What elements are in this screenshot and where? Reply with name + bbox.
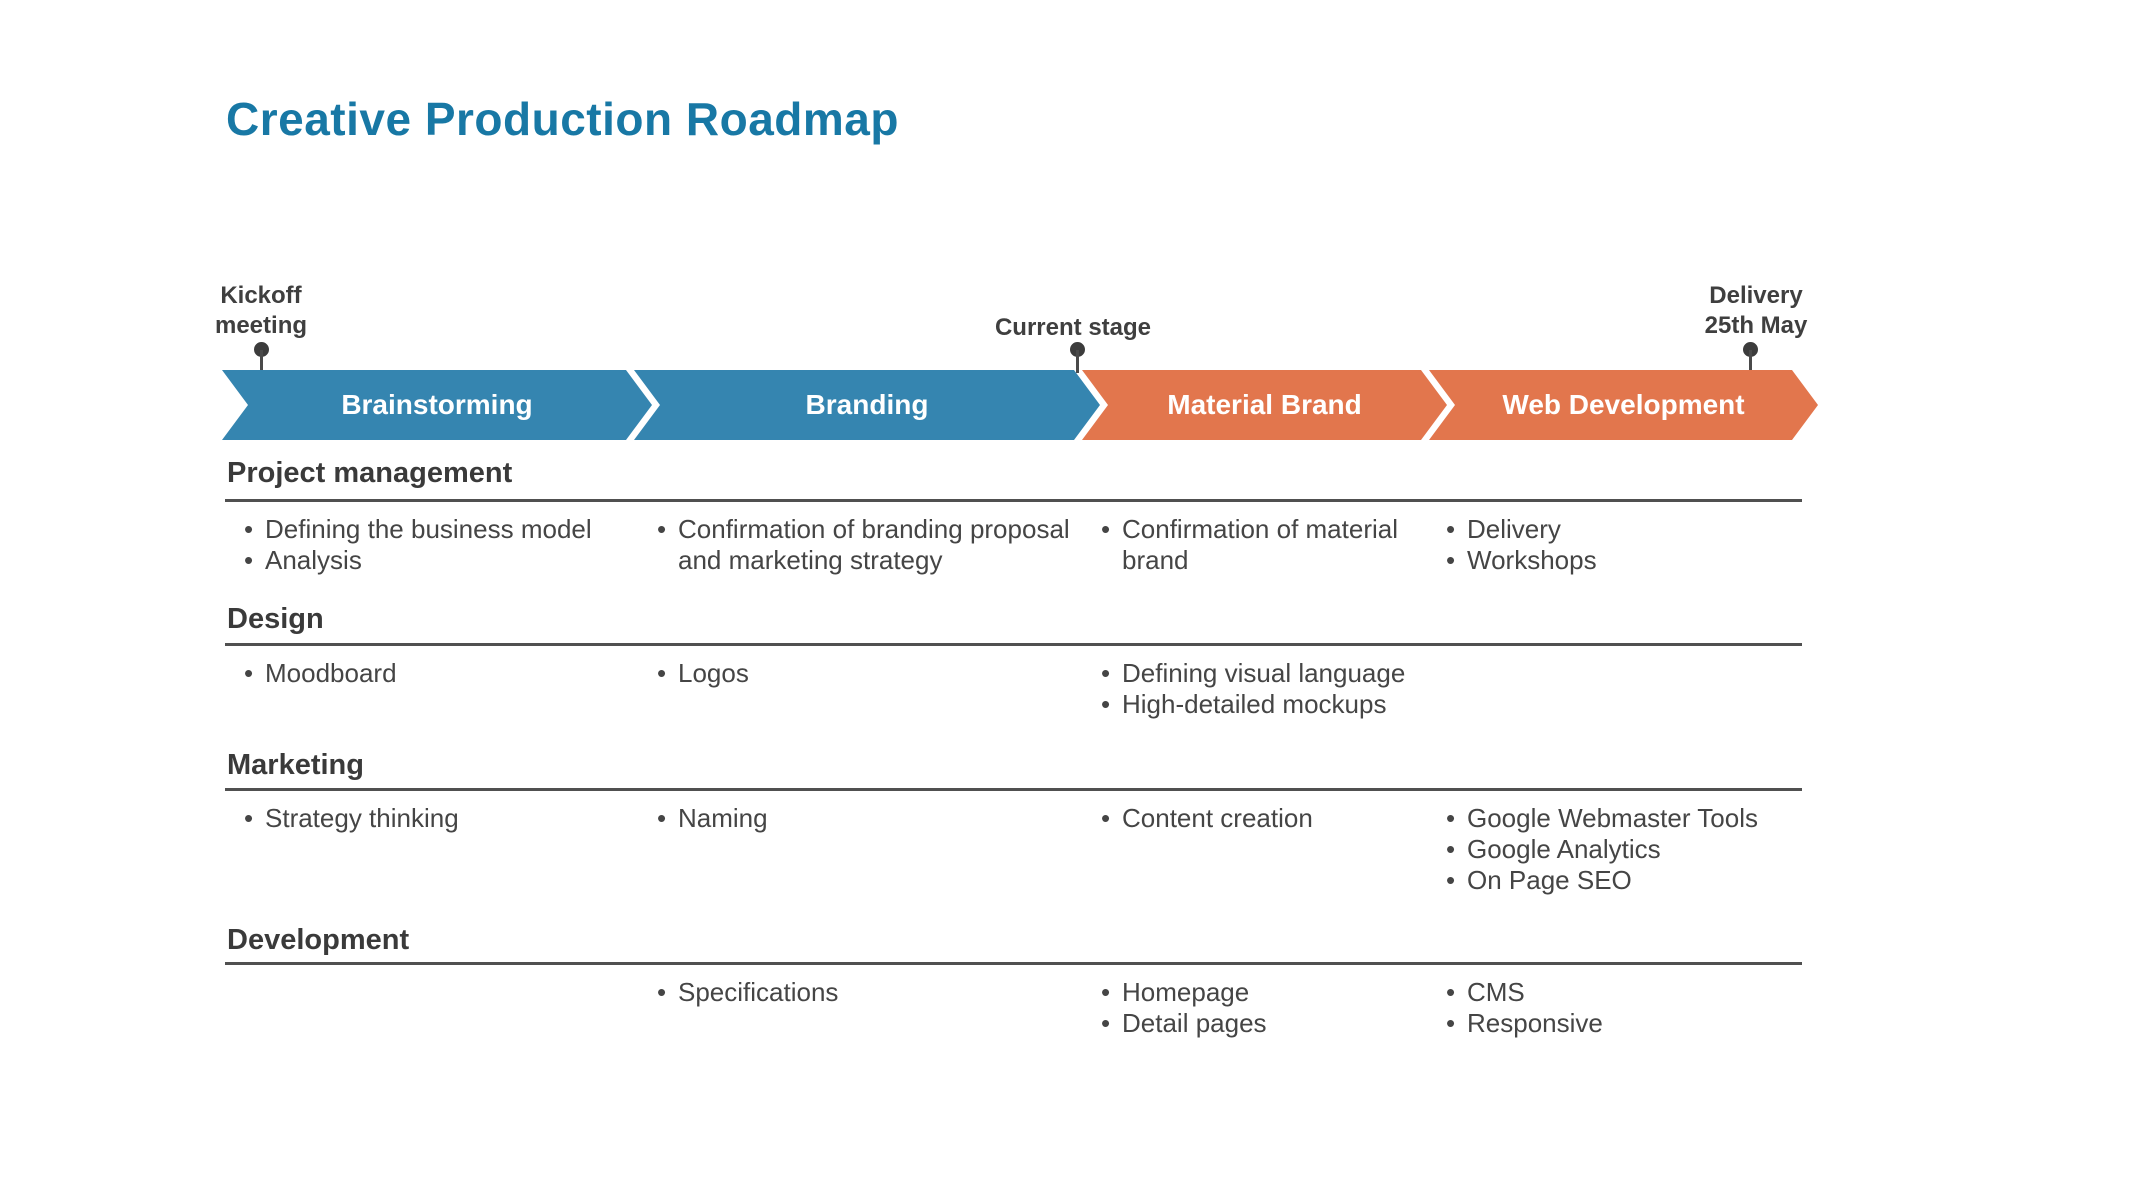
section-col-brainstorming: Defining the business modelAnalysis (241, 514, 641, 576)
stage-label: Web Development (1502, 389, 1745, 420)
bullet-item: Responsive (1443, 1008, 1843, 1039)
marker-pin-stem (1076, 350, 1079, 373)
section-col-brainstorming: Moodboard (241, 658, 641, 689)
section-heading: Marketing (227, 749, 364, 781)
stage-arrow-web-development: Web Development (1429, 370, 1818, 440)
section-col-web-development: DeliveryWorkshops (1443, 514, 1843, 576)
marker-pin-icon (1070, 342, 1085, 357)
stage-label: Material Brand (1167, 389, 1362, 420)
bullet-item: Analysis (241, 545, 641, 576)
section-col-branding: Confirmation of branding proposal and ma… (654, 514, 1084, 576)
bullet-item: Google Analytics (1443, 834, 1843, 865)
stage-label: Brainstorming (341, 389, 533, 420)
section-heading: Development (227, 924, 410, 956)
section-col-material-brand: HomepageDetail pages (1098, 977, 1438, 1039)
bullet-item: Defining visual language (1098, 658, 1438, 689)
marker-pin-icon (254, 342, 269, 357)
marker-label: Kickoff meeting (214, 282, 308, 339)
stage-label: Branding (805, 389, 929, 420)
section-col-web-development: Google Webmaster ToolsGoogle AnalyticsOn… (1443, 803, 1843, 896)
bullet-item: CMS (1443, 977, 1843, 1008)
bullet-item: Moodboard (241, 658, 641, 689)
stage-arrow-branding: Branding (634, 370, 1100, 440)
bullet-item: Homepage (1098, 977, 1438, 1008)
section-col-web-development: CMSResponsive (1443, 977, 1843, 1039)
marker-label: Current stage (994, 314, 1152, 341)
bullet-item: Confirmation of branding proposal and ma… (654, 514, 1084, 576)
section-col-branding: Naming (654, 803, 1084, 834)
marker-pin-icon (1743, 342, 1758, 357)
bullet-item: On Page SEO (1443, 865, 1843, 896)
page-title: Creative Production Roadmap (226, 93, 899, 145)
bullet-item: Google Webmaster Tools (1443, 803, 1843, 834)
section-col-material-brand: Content creation (1098, 803, 1438, 834)
marker-pin-stem (1749, 350, 1752, 373)
section-col-brainstorming: Strategy thinking (241, 803, 641, 834)
section-col-material-brand: Confirmation of material brand (1098, 514, 1438, 576)
bullet-item: High-detailed mockups (1098, 689, 1438, 720)
bullet-item: Naming (654, 803, 1084, 834)
section-divider (225, 788, 1802, 791)
section-col-branding: Logos (654, 658, 1084, 689)
bullet-item: Content creation (1098, 803, 1438, 834)
section-divider (225, 962, 1802, 965)
bullet-item: Specifications (654, 977, 1084, 1008)
stage-arrow-material-brand: Material Brand (1082, 370, 1447, 440)
bullet-item: Confirmation of material brand (1098, 514, 1438, 576)
bullet-item: Workshops (1443, 545, 1843, 576)
section-heading: Design (227, 603, 324, 635)
marker-label: Delivery 25th May (1704, 282, 1808, 339)
bullet-item: Delivery (1443, 514, 1843, 545)
section-divider (225, 643, 1802, 646)
marker-pin-stem (260, 350, 263, 373)
section-divider (225, 499, 1802, 502)
section-heading: Project management (227, 457, 513, 489)
stage-arrow-brainstorming: Brainstorming (222, 370, 652, 440)
bullet-item: Logos (654, 658, 1084, 689)
bullet-item: Strategy thinking (241, 803, 641, 834)
bullet-item: Detail pages (1098, 1008, 1438, 1039)
section-col-material-brand: Defining visual languageHigh-detailed mo… (1098, 658, 1438, 720)
section-col-branding: Specifications (654, 977, 1084, 1008)
bullet-item: Defining the business model (241, 514, 641, 545)
